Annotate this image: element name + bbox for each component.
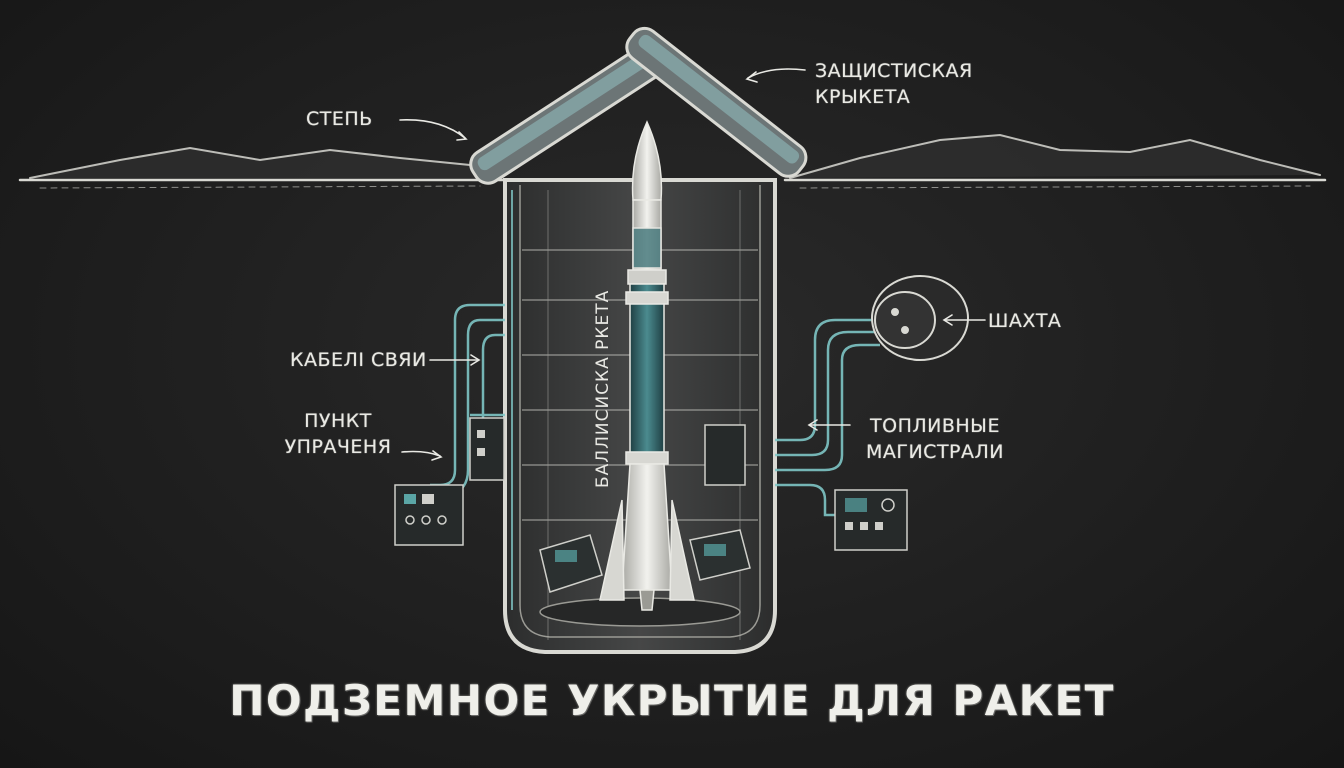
silo-consoles	[539, 529, 751, 593]
steppe-terrain	[18, 133, 1327, 189]
arrow-lid	[747, 68, 806, 79]
label-lid: ЗАЩИСТИСКАЯ КРЫКЕТА	[815, 60, 973, 108]
arrow-steppe	[399, 119, 466, 139]
label-fuel-lines: ТОПЛИВНЫЕ МАГИСТРАЛИ	[865, 415, 1005, 463]
label-shaft: ШАХТА	[988, 310, 1062, 332]
label-cables: КАБЕЛІ СВЯИ	[290, 349, 427, 371]
silo-lid	[469, 26, 808, 185]
label-steppe: СТЕПЬ	[306, 108, 373, 130]
control-point	[394, 417, 505, 546]
label-control-point: ПУНКТ УПРАЧЕНЯ	[284, 410, 392, 458]
rocket-label: БАЛЛИСИСКА РКЕТА	[593, 290, 613, 488]
fuel-consoles	[704, 424, 908, 551]
fuel-lines	[775, 318, 880, 517]
ballistic-rocket	[599, 120, 695, 611]
diagram-title: ПОДЗЕМНОЕ УКРЫТИЕ ДЛЯ РАКЕТ	[229, 676, 1115, 725]
shaft-drum	[871, 275, 969, 361]
pointer-arrows	[399, 68, 986, 461]
silo-shaft	[503, 178, 777, 654]
